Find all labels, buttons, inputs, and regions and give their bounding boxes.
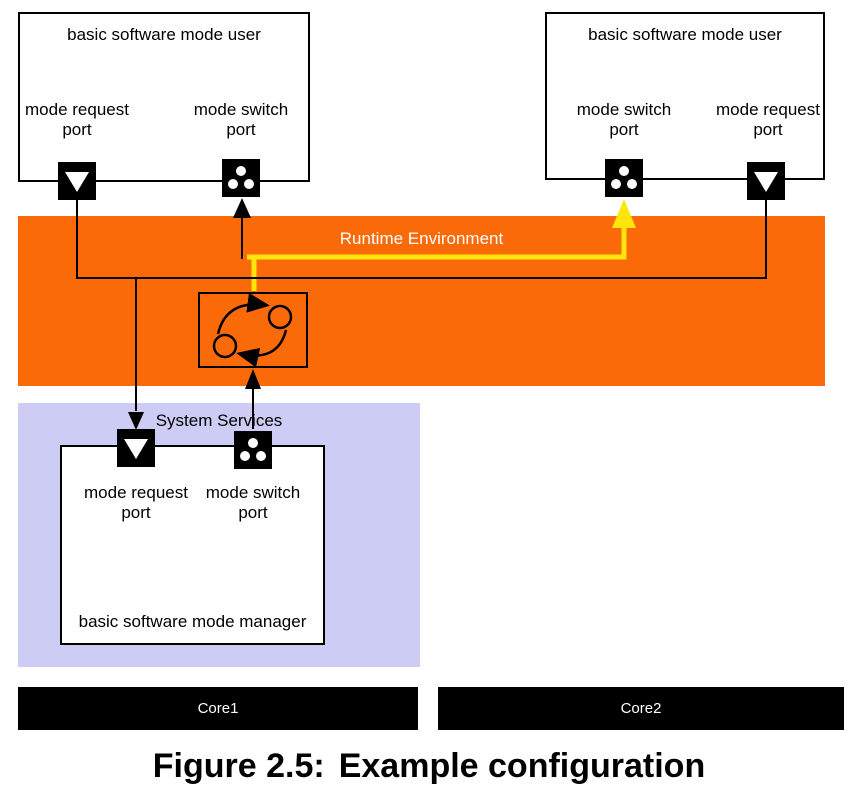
mode-request-port-label: mode request port <box>716 100 820 139</box>
core1-bar: Core1 <box>18 687 418 730</box>
mode-switch-port-label: mode switch port <box>576 100 672 139</box>
transition-arrow <box>236 329 288 366</box>
triangle-down-icon <box>754 172 778 192</box>
basic-software-mode-manager-box: basic software mode manager <box>60 445 325 645</box>
triangle-down-icon <box>65 172 89 192</box>
mode-switch-port <box>605 159 643 197</box>
mode-switch-port <box>222 159 260 197</box>
figure-caption-number: Figure 2.5: <box>152 747 325 785</box>
mode-switch-port-label: mode switch port <box>205 483 301 522</box>
mode-switch-port-label: mode switch port <box>193 100 289 139</box>
runtime-environment-label: Runtime Environment <box>339 229 504 248</box>
core1-label: Core1 <box>197 700 239 717</box>
mode-request-port-label: mode request port <box>84 483 188 522</box>
component-title: basic software mode user <box>588 25 782 44</box>
black-arrowhead-up <box>233 198 251 218</box>
component-title: basic software mode user <box>67 25 261 44</box>
mode-request-port <box>117 429 155 467</box>
state-circle <box>267 304 293 330</box>
basic-software-mode-user-left-box: basic software mode user <box>18 12 310 182</box>
three-dots-icon <box>611 166 637 189</box>
figure-caption: Figure 2.5: Example configuration <box>0 747 858 786</box>
triangle-down-icon <box>124 439 148 459</box>
three-dots-icon <box>228 166 254 189</box>
mode-switch-port <box>234 431 272 469</box>
core2-label: Core2 <box>620 700 662 717</box>
system-services-label: System Services <box>155 411 283 430</box>
component-title: basic software mode manager <box>78 612 307 631</box>
transition-arrow <box>216 294 270 335</box>
state-cycle-icon <box>212 294 293 366</box>
mode-request-port-label: mode request port <box>25 100 129 139</box>
runtime-environment-band: Runtime Environment <box>18 216 825 386</box>
basic-software-mode-user-right-box: basic software mode user <box>545 12 825 180</box>
core2-bar: Core2 <box>438 687 844 730</box>
mode-request-port <box>58 162 96 200</box>
three-dots-icon <box>240 438 266 461</box>
figure-caption-title: Example configuration <box>338 747 706 785</box>
mode-machine-box <box>198 292 308 368</box>
mode-request-port <box>747 162 785 200</box>
state-circle <box>212 333 238 359</box>
